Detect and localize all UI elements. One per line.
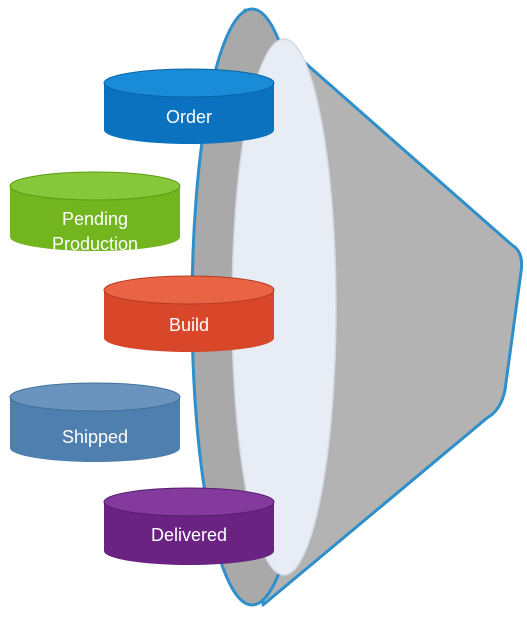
stage-order-body — [104, 83, 274, 144]
funnel-mouth — [232, 39, 336, 575]
stage-pending-production: Pending Production — [9, 171, 181, 254]
stage-pending-production-label-line-1: Pending — [62, 209, 128, 229]
stage-shipped-top — [9, 382, 181, 412]
stage-pending-production-body — [10, 186, 180, 251]
stage-order-label: Order — [166, 107, 212, 127]
stage-shipped: Shipped — [9, 382, 181, 462]
stage-delivered-body — [104, 502, 274, 565]
stage-order-top — [103, 68, 275, 98]
stage-build-body — [104, 290, 274, 352]
stage-build-top — [103, 275, 275, 305]
stage-pending-production-label-line-2: Production — [52, 234, 138, 254]
stage-delivered-label: Delivered — [151, 525, 227, 545]
stage-shipped-body — [10, 397, 180, 462]
stage-pending-production-top — [9, 171, 181, 201]
stage-delivered: Delivered — [103, 487, 275, 565]
stage-build-label: Build — [169, 315, 209, 335]
stage-build: Build — [103, 275, 275, 352]
stage-order: Order — [103, 68, 275, 144]
stage-delivered-top — [103, 487, 275, 517]
stage-shipped-label: Shipped — [62, 427, 128, 447]
